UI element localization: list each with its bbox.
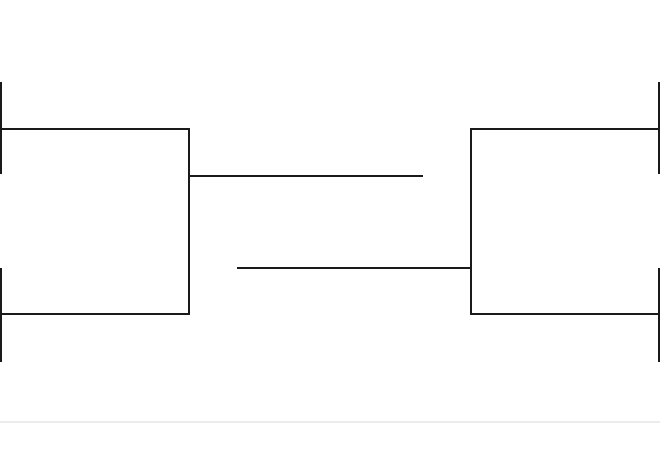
right-bracket xyxy=(237,82,660,362)
left-bracket xyxy=(0,82,423,362)
